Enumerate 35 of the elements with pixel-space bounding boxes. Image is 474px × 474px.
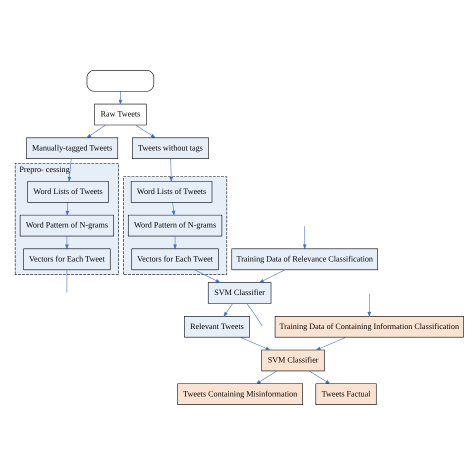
node-box: SVM Classifier xyxy=(208,282,272,304)
arrow xyxy=(256,370,278,384)
node-box: SVM Classifier xyxy=(261,349,325,371)
arrow xyxy=(135,124,156,138)
node-box: Relevant Tweets xyxy=(184,316,250,338)
node-box: Vectors for Each Tweet xyxy=(23,248,111,270)
node-box: Word Pattern of N-grams xyxy=(20,214,114,236)
node-box: Vectors for Each Tweet xyxy=(131,248,219,270)
node-box: Tweets without tags xyxy=(132,136,209,158)
node-box: Word Lists of Tweets xyxy=(130,180,212,202)
node-box: Raw Tweets xyxy=(94,103,147,125)
arrow xyxy=(223,302,233,317)
node-box: Word Lists of Tweets xyxy=(27,180,109,202)
arrow xyxy=(66,202,70,216)
arrow xyxy=(240,336,271,350)
arrow xyxy=(173,235,177,250)
node-box: Tweets Containing Misinformation xyxy=(177,382,303,404)
node-box xyxy=(86,70,154,92)
node-box: Manually-tagged Tweets xyxy=(26,136,118,158)
arrow xyxy=(315,336,346,350)
connector xyxy=(66,269,68,292)
node-box: Tweets Factual xyxy=(316,382,377,404)
arrow xyxy=(258,269,286,282)
connector xyxy=(246,302,263,326)
node-box: Training Data of Relevance Classification xyxy=(231,248,378,270)
arrow xyxy=(367,292,372,317)
arrow xyxy=(169,158,174,182)
node-box: Training Data of Containing Information Classification xyxy=(274,316,464,338)
node-box: Word Pattern of N-grams xyxy=(128,214,222,236)
arrow xyxy=(194,269,221,282)
arrow xyxy=(308,370,331,384)
arrow xyxy=(302,225,307,250)
arrow xyxy=(68,158,72,182)
arrow xyxy=(172,202,176,216)
arrow xyxy=(86,124,106,138)
